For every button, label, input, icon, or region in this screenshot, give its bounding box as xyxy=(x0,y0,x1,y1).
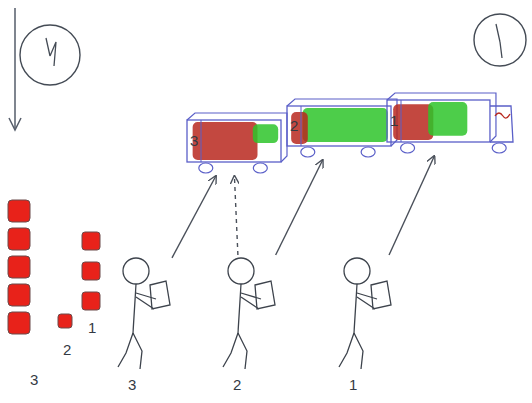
truck-number: 3 xyxy=(190,133,198,149)
box-symbol xyxy=(82,262,100,280)
stack-2 xyxy=(58,314,72,328)
truck-body xyxy=(287,106,391,146)
truck-drawing xyxy=(387,93,513,153)
truck-top xyxy=(387,93,496,142)
clock-face xyxy=(20,25,80,85)
stack-number: 2 xyxy=(63,342,71,358)
truck-door xyxy=(201,120,202,162)
paper xyxy=(371,281,391,309)
head xyxy=(228,258,254,284)
wheel xyxy=(301,147,315,157)
paper xyxy=(255,281,275,309)
stack-number: 1 xyxy=(88,320,96,336)
stack-number: 3 xyxy=(30,372,38,388)
truck-cab xyxy=(490,106,513,142)
truck-outline xyxy=(283,98,393,160)
truck-box: 1 xyxy=(383,92,515,156)
wheel xyxy=(492,143,506,153)
cargo-fill xyxy=(193,122,258,160)
legs xyxy=(118,333,142,369)
stick-figure xyxy=(118,258,170,369)
box-symbol xyxy=(82,292,100,310)
cargo-fill xyxy=(428,102,467,136)
flow-arrow xyxy=(276,160,323,255)
truck-box: 2 xyxy=(283,98,393,160)
arms xyxy=(357,293,377,309)
truck-drawing xyxy=(187,113,287,173)
person-node: 3 xyxy=(100,255,172,395)
box-symbol xyxy=(8,284,30,306)
cab-scribble xyxy=(495,113,510,118)
flow-arrow xyxy=(234,176,237,255)
truck-drawing xyxy=(287,99,397,157)
box-symbol xyxy=(8,256,30,278)
clock-right xyxy=(474,14,526,66)
person-number: 2 xyxy=(233,377,241,393)
arms xyxy=(136,293,156,309)
time-arrow xyxy=(14,8,16,128)
truck-number: 2 xyxy=(290,118,298,134)
cargo-fill xyxy=(393,104,433,140)
truck-door xyxy=(301,106,302,146)
box-symbol xyxy=(8,228,30,250)
clock-hands xyxy=(46,38,56,66)
figure-outline xyxy=(100,255,172,395)
stack-3 xyxy=(8,200,30,334)
torso xyxy=(354,284,357,333)
flow-arrow xyxy=(389,156,434,255)
legs xyxy=(339,333,363,369)
clock-face xyxy=(474,14,526,66)
box-symbol xyxy=(82,232,100,250)
wheel xyxy=(361,147,375,157)
truck-outline xyxy=(383,92,515,156)
truck-door xyxy=(401,100,402,142)
arms xyxy=(241,293,261,309)
box-symbol xyxy=(8,312,30,334)
stick-figure xyxy=(223,258,275,369)
legs xyxy=(223,333,247,369)
truck-top xyxy=(187,113,287,162)
flow-arrow xyxy=(172,176,216,258)
paper xyxy=(150,281,170,309)
truck-number: 1 xyxy=(390,113,398,129)
truck-body xyxy=(187,120,281,162)
truck-box: 3 xyxy=(183,112,283,176)
person-node: 2 xyxy=(200,255,282,395)
box-symbol xyxy=(58,314,72,328)
head xyxy=(344,258,370,284)
time-arrow-head xyxy=(9,118,21,130)
person-node: 1 xyxy=(318,255,396,395)
wheel xyxy=(401,143,415,153)
cargo-fill xyxy=(253,124,278,143)
truck-body xyxy=(387,100,490,142)
stack-1 xyxy=(82,232,100,310)
torso xyxy=(133,284,136,333)
wheel xyxy=(199,163,213,173)
stick-figure xyxy=(339,258,391,369)
truck-top xyxy=(287,99,397,146)
figure-outline xyxy=(200,255,282,395)
clock-left xyxy=(20,25,80,85)
cargo-fill xyxy=(303,108,388,142)
box-symbol xyxy=(8,200,30,222)
head xyxy=(123,258,149,284)
wheel xyxy=(253,163,267,173)
person-number: 3 xyxy=(128,377,136,393)
clock-hands xyxy=(496,24,502,58)
person-number: 1 xyxy=(349,377,357,393)
torso xyxy=(238,284,241,333)
figure-outline xyxy=(318,255,396,395)
